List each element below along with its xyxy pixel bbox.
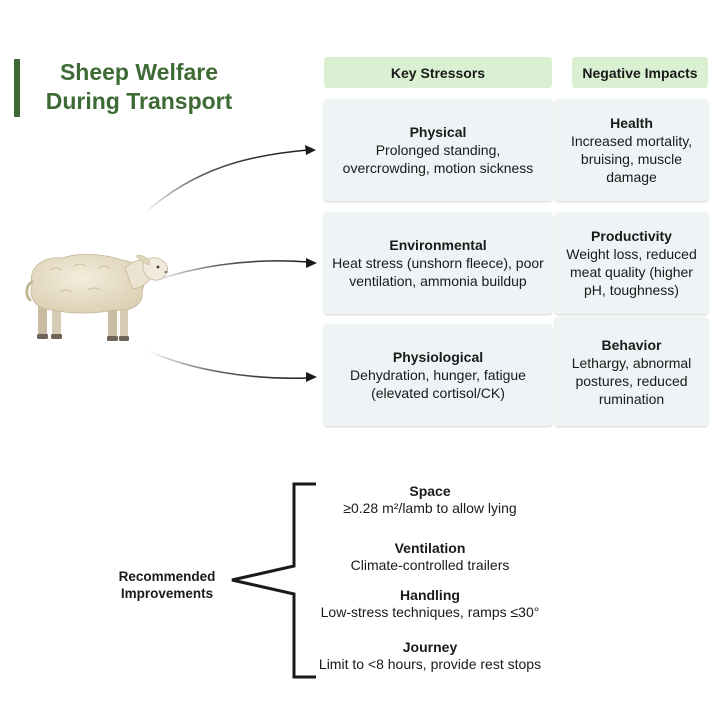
- title-accent-bar: [14, 59, 20, 117]
- improvement-desc: Limit to <8 hours, provide rest stops: [318, 656, 542, 672]
- improvement-title: Handling: [400, 587, 460, 603]
- improvement-journey: Journey Limit to <8 hours, provide rest …: [300, 639, 560, 673]
- header-key-stressors: Key Stressors: [324, 57, 552, 88]
- impact-productivity: Productivity Weight loss, reduced meat q…: [555, 212, 708, 314]
- stressor-environmental: Environmental Heat stress (unshorn fleec…: [324, 212, 552, 314]
- improvement-title: Ventilation: [394, 540, 466, 556]
- curved-arrow-icon: [149, 258, 317, 284]
- impact-behavior: Behavior Lethargy, abnormal postures, re…: [555, 317, 708, 426]
- stressor-title: Environmental: [389, 237, 487, 253]
- sheep-illustration: [25, 254, 168, 341]
- improvement-desc: Climate-controlled trailers: [350, 557, 510, 573]
- impact-desc: Lethargy, abnormal postures, reduced rum…: [571, 354, 692, 407]
- recommended-improvements-label: Recommended Improvements: [118, 569, 216, 601]
- improvement-title: Space: [409, 483, 451, 499]
- stressor-title: Physical: [409, 124, 467, 140]
- impact-desc: Increased mortality, bruising, muscle da…: [570, 133, 693, 185]
- improvement-desc: Low-stress techniques, ramps ≤30°: [320, 604, 540, 620]
- improvement-title: Journey: [402, 639, 458, 655]
- left-brace-icon: [231, 482, 316, 679]
- page-title: Sheep Welfare During Transport: [45, 59, 233, 114]
- improvement-ventilation: Ventilation Climate-controlled trailers: [300, 540, 560, 574]
- curved-arrow-icon: [145, 349, 317, 382]
- stressor-physical: Physical Prolonged standing, overcrowdin…: [324, 99, 552, 201]
- improvement-space: Space ≥0.28 m²/lamb to allow lying: [300, 483, 560, 517]
- stressor-physiological: Physiological Dehydration, hunger, fatig…: [324, 324, 552, 426]
- stressor-desc: Heat stress (unshorn fleece), poor venti…: [332, 255, 544, 289]
- curved-arrow-icon: [144, 145, 316, 214]
- impact-title: Productivity: [591, 228, 672, 244]
- impact-title: Health: [610, 115, 653, 131]
- header-negative-impacts: Negative Impacts: [572, 57, 708, 88]
- stressor-desc: Dehydration, hunger, fatigue (elevated c…: [350, 367, 526, 401]
- stressor-desc: Prolonged standing, overcrowding, motion…: [342, 142, 534, 176]
- stressor-title: Physiological: [392, 349, 484, 365]
- impact-health: Health Increased mortality, bruising, mu…: [555, 99, 708, 201]
- improvement-handling: Handling Low-stress techniques, ramps ≤3…: [300, 587, 560, 621]
- impact-title: Behavior: [601, 336, 662, 353]
- impact-desc: Weight loss, reduced meat quality (highe…: [566, 246, 697, 298]
- improvement-desc: ≥0.28 m²/lamb to allow lying: [343, 500, 517, 516]
